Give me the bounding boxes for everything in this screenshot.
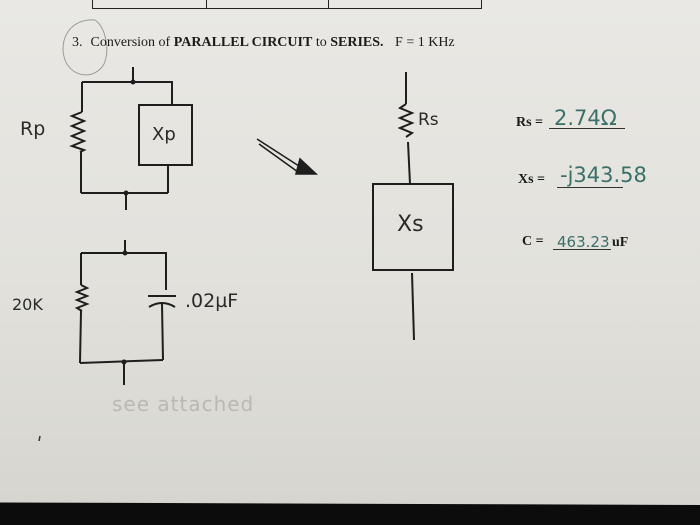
- top-table-fragment: [92, 0, 482, 9]
- xs-answer-line: [557, 187, 623, 188]
- conversion-arrow-icon: [256, 138, 319, 175]
- c-answer-line: [553, 249, 611, 250]
- c-answer-value: 463.23: [557, 233, 610, 251]
- xs-answer-value: -j343.58: [560, 163, 647, 187]
- problem-number: 3.: [72, 35, 83, 50]
- parallel-circuit-values: [74, 240, 176, 385]
- rs-answer-label: Rs =: [516, 115, 544, 130]
- resistor-value-label: 20K: [12, 295, 43, 314]
- rs-answer-line: [549, 128, 625, 129]
- c-answer-label: C =: [522, 234, 544, 249]
- capacitor-value-label: .02µF: [185, 290, 239, 312]
- rs-answer-value: 2.74Ω: [554, 106, 617, 130]
- frequency-label: F = 1 KHz: [395, 35, 455, 50]
- xp-label: Xp: [152, 124, 176, 145]
- rp-label: Rp: [20, 118, 46, 140]
- series-circuit: [372, 72, 454, 341]
- table-divider: [206, 0, 207, 8]
- faint-footnote: see attached: [112, 392, 255, 416]
- table-divider: [328, 0, 329, 8]
- problem-title: 3.Conversion of PARALLEL CIRCUIT to SERI…: [72, 35, 455, 50]
- xs-label: Xs: [397, 212, 424, 237]
- xs-answer-label: Xs =: [518, 172, 546, 187]
- rs-label: Rs: [418, 110, 439, 130]
- c-answer-unit: uF: [612, 235, 629, 250]
